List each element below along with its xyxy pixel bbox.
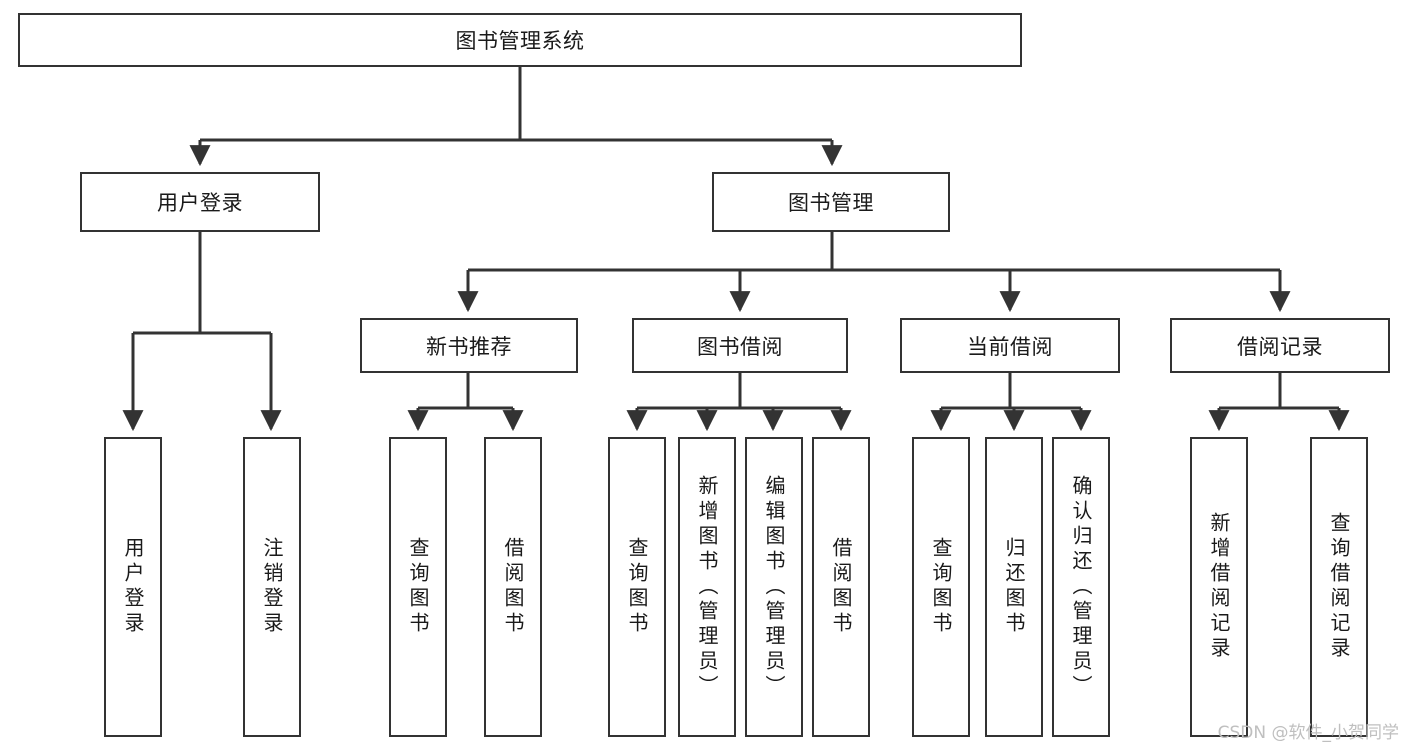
watermark: CSDN @软件_小贺同学 — [1217, 723, 1399, 743]
node-borrow-record[interactable]: 借阅记录 — [1170, 318, 1390, 373]
node-book-manage-label: 图书管理 — [788, 191, 874, 215]
node-leaf-edit-book[interactable]: 编辑图书（管理员） — [745, 437, 803, 737]
node-leaf-query-book-3-label: 查询图书 — [929, 537, 953, 637]
node-leaf-query-book-2-label: 查询图书 — [625, 537, 649, 637]
node-user-login-label: 用户登录 — [157, 191, 243, 215]
node-leaf-confirm-return[interactable]: 确认归还（管理员） — [1052, 437, 1110, 737]
node-borrow-record-label: 借阅记录 — [1237, 334, 1323, 359]
node-leaf-confirm-return-label: 确认归还（管理员） — [1069, 474, 1093, 700]
node-leaf-user-logout-label: 注销登录 — [260, 537, 284, 637]
node-leaf-borrow-book-1-label: 借阅图书 — [501, 537, 525, 637]
node-book-borrow-label: 图书借阅 — [697, 334, 783, 359]
node-leaf-user-login[interactable]: 用户登录 — [104, 437, 162, 737]
node-leaf-return-book[interactable]: 归还图书 — [985, 437, 1043, 737]
node-leaf-user-login-label: 用户登录 — [121, 537, 145, 637]
node-current-borrow-label: 当前借阅 — [967, 334, 1053, 359]
node-book-manage[interactable]: 图书管理 — [712, 172, 950, 232]
node-leaf-add-book-label: 新增图书（管理员） — [695, 474, 719, 700]
node-leaf-edit-book-label: 编辑图书（管理员） — [762, 474, 786, 700]
node-leaf-borrow-book-1[interactable]: 借阅图书 — [484, 437, 542, 737]
node-leaf-add-record-label: 新增借阅记录 — [1207, 512, 1231, 662]
node-leaf-query-record[interactable]: 查询借阅记录 — [1310, 437, 1368, 737]
node-leaf-add-book[interactable]: 新增图书（管理员） — [678, 437, 736, 737]
node-book-borrow[interactable]: 图书借阅 — [632, 318, 848, 373]
node-leaf-add-record[interactable]: 新增借阅记录 — [1190, 437, 1248, 737]
node-current-borrow[interactable]: 当前借阅 — [900, 318, 1120, 373]
node-leaf-query-book-2[interactable]: 查询图书 — [608, 437, 666, 737]
node-leaf-return-book-label: 归还图书 — [1002, 537, 1026, 637]
node-leaf-borrow-book-2-label: 借阅图书 — [829, 537, 853, 637]
node-leaf-borrow-book-2[interactable]: 借阅图书 — [812, 437, 870, 737]
node-leaf-query-book-3[interactable]: 查询图书 — [912, 437, 970, 737]
node-user-login[interactable]: 用户登录 — [80, 172, 320, 232]
node-root[interactable]: 图书管理系统 — [18, 13, 1022, 67]
node-leaf-user-logout[interactable]: 注销登录 — [243, 437, 301, 737]
node-root-label: 图书管理系统 — [455, 29, 585, 53]
node-new-book-recommend[interactable]: 新书推荐 — [360, 318, 578, 373]
node-leaf-query-record-label: 查询借阅记录 — [1327, 512, 1351, 662]
node-new-book-recommend-label: 新书推荐 — [426, 334, 512, 359]
node-leaf-query-book-1[interactable]: 查询图书 — [389, 437, 447, 737]
node-leaf-query-book-1-label: 查询图书 — [406, 537, 430, 637]
